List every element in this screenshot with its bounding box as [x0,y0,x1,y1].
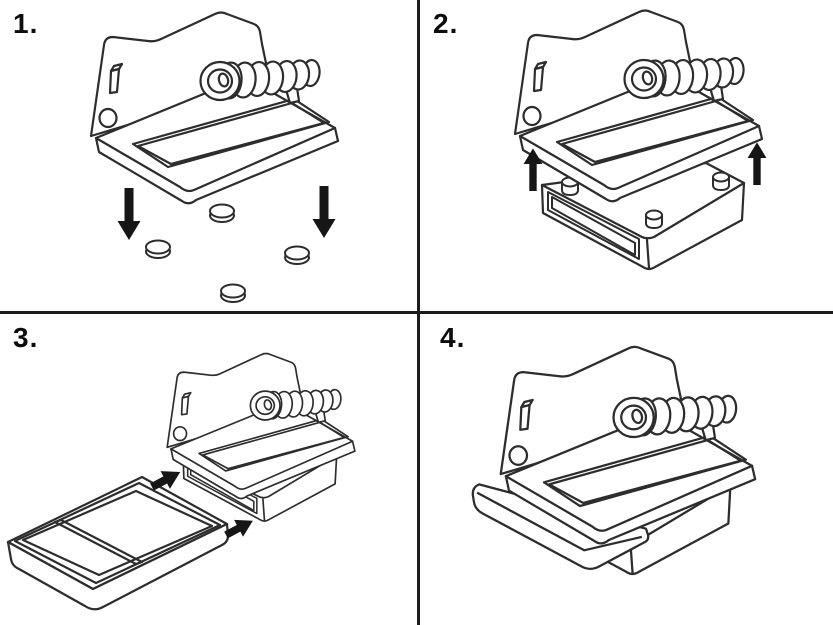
round-foot [145,239,171,259]
horizontal-divider [0,311,833,314]
arrow-down-icon [117,188,141,240]
arrow-down-icon [312,186,336,238]
soldering-stand-drawing [89,11,340,205]
step-4-panel: 4. [420,314,833,625]
peg [712,171,730,191]
round-foot [209,203,235,223]
round-foot [220,283,246,303]
step-3-number: 3. [13,322,39,353]
step-1-illustration [89,11,340,303]
step-1-number: 1. [13,8,39,39]
step-3-panel: 3. [0,314,417,625]
step-4-illustration [420,314,833,625]
assembled-stand-drawing [167,354,355,522]
peg [645,209,663,229]
step-4-number: 4. [440,322,466,353]
divided-tray-drawing [6,475,230,611]
step-2-number: 2. [433,8,459,39]
step-1-panel: 1. [0,0,417,311]
step-3-illustration [6,314,417,611]
arrow-up-icon [747,142,767,185]
completed-assembly-drawing [473,347,755,574]
step-2-panel: 2. [420,0,833,311]
step-2-illustration [513,9,767,271]
round-foot [284,245,310,265]
